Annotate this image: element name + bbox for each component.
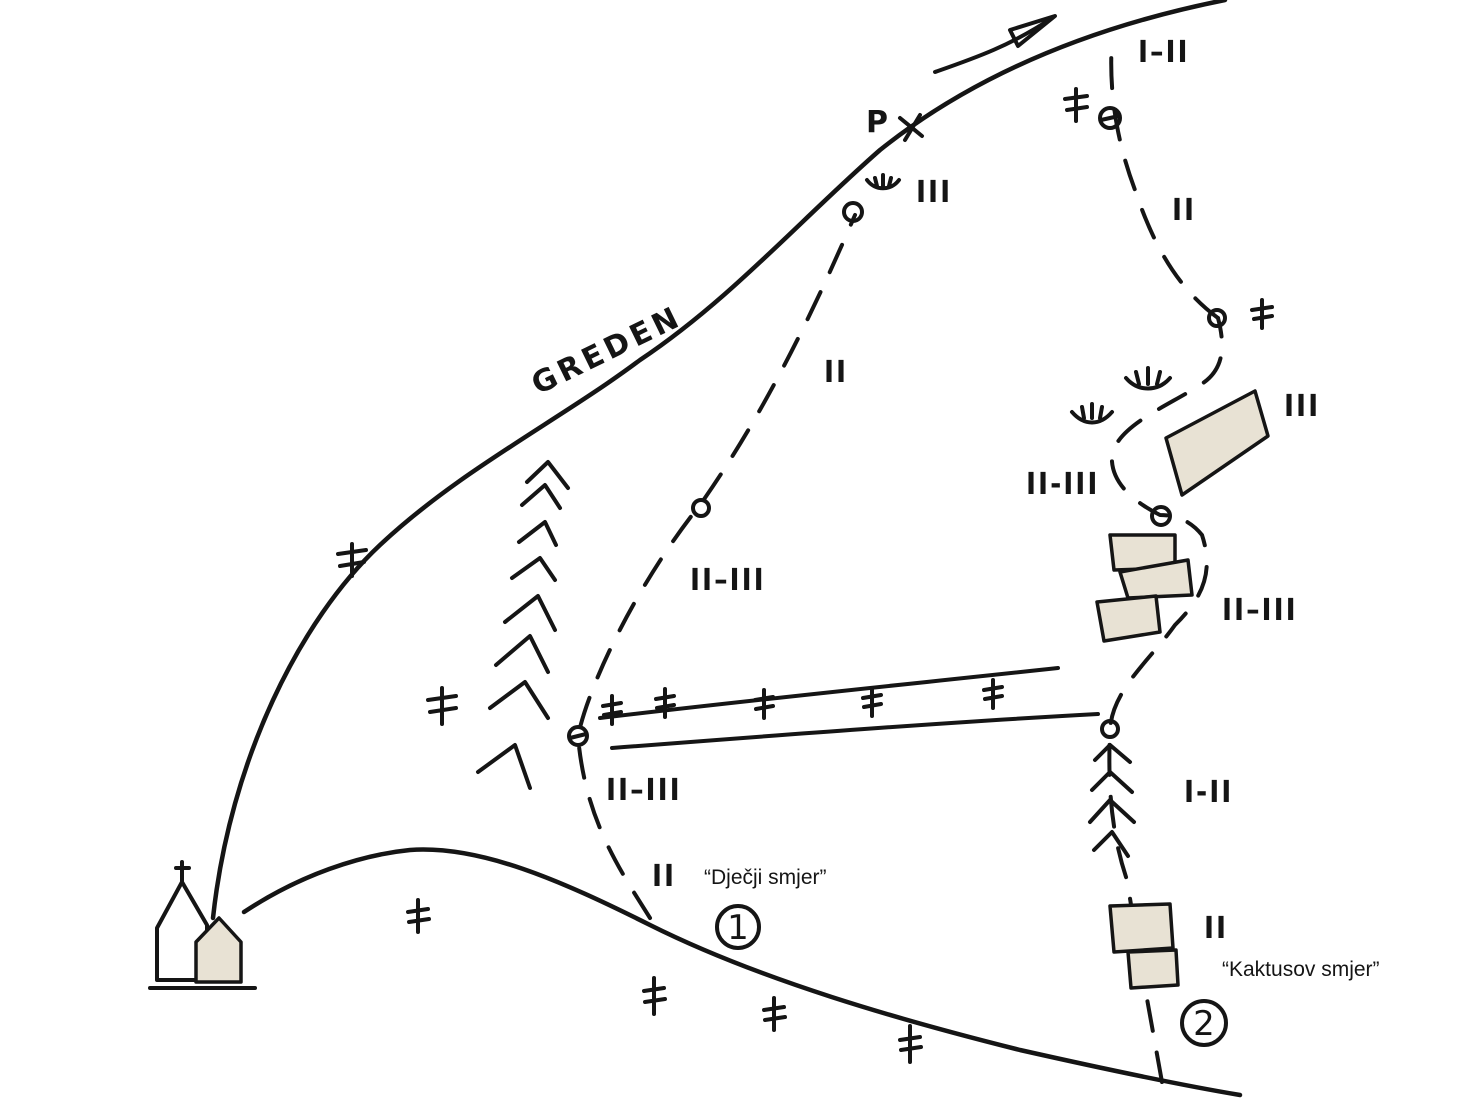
tree-icon [762,996,787,1032]
gully-chevrons [1088,743,1136,858]
route-2-upper-path [1109,38,1220,320]
grade-label: II [652,859,676,894]
traverse-line-upper [598,666,1060,720]
grade-label: II–III [1222,593,1298,628]
tree-icon [753,688,775,720]
grade-label: I-II [1184,775,1233,810]
grade-label: III [1284,389,1320,424]
grade-label: II [1204,911,1228,946]
route-2-path [1107,316,1224,1084]
tree-icon [982,678,1004,710]
rock-block [1095,594,1162,643]
rock-block [1108,902,1175,954]
belay-point [1100,719,1120,739]
valley-line [241,847,1243,1098]
grass-icon [1070,402,1114,425]
parking-cross-icon [898,113,924,142]
ridge-line [210,0,1228,921]
tree-icon [898,1024,923,1064]
tree-icon [601,694,623,726]
route-1-number: 1 [727,908,749,948]
tree-icon [336,542,368,578]
tree-icon [861,686,883,718]
tree-icon [406,898,431,934]
church-icon [148,860,257,990]
route-1-path [576,213,857,920]
belay-point [1207,308,1227,328]
traverse-line-lower [610,712,1100,750]
grade-label: II–III [606,773,682,808]
grade-label: II [1172,193,1196,228]
gully-chevrons [476,460,570,790]
tree-icon [1250,298,1274,330]
belay-point [1150,505,1172,527]
route-2-marker: 2 [1180,999,1228,1047]
route-2-name: “Kaktusov smjer” [1222,958,1380,981]
belay-point [1098,106,1122,130]
route-2-number: 2 [1193,1004,1215,1044]
tree-icon [654,687,676,719]
ridge-label: GREDEN [526,299,688,402]
belay-point [842,201,864,223]
belay-point [567,725,589,747]
tree-icon [1063,87,1089,123]
direction-arrow-shaft [933,16,1054,74]
route-1-marker: 1 [715,904,761,950]
tree-icon [426,686,458,726]
grade-label: I–II [1138,35,1190,70]
grade-label: II–III [690,563,766,598]
direction-arrow-head-icon [1008,14,1057,48]
rock-block [1126,948,1180,990]
grass-icon [865,173,901,191]
grade-label: III [916,175,952,210]
grade-label: II-III [1026,467,1099,502]
tree-icon [642,976,667,1016]
rock-block [1164,389,1270,497]
belay-point [691,498,711,518]
parking-label: P [866,105,888,140]
grass-icon [1124,366,1172,391]
grade-label: II [824,355,848,390]
rock-block [1118,558,1194,600]
route-1-name: “Dječji smjer” [704,866,827,889]
